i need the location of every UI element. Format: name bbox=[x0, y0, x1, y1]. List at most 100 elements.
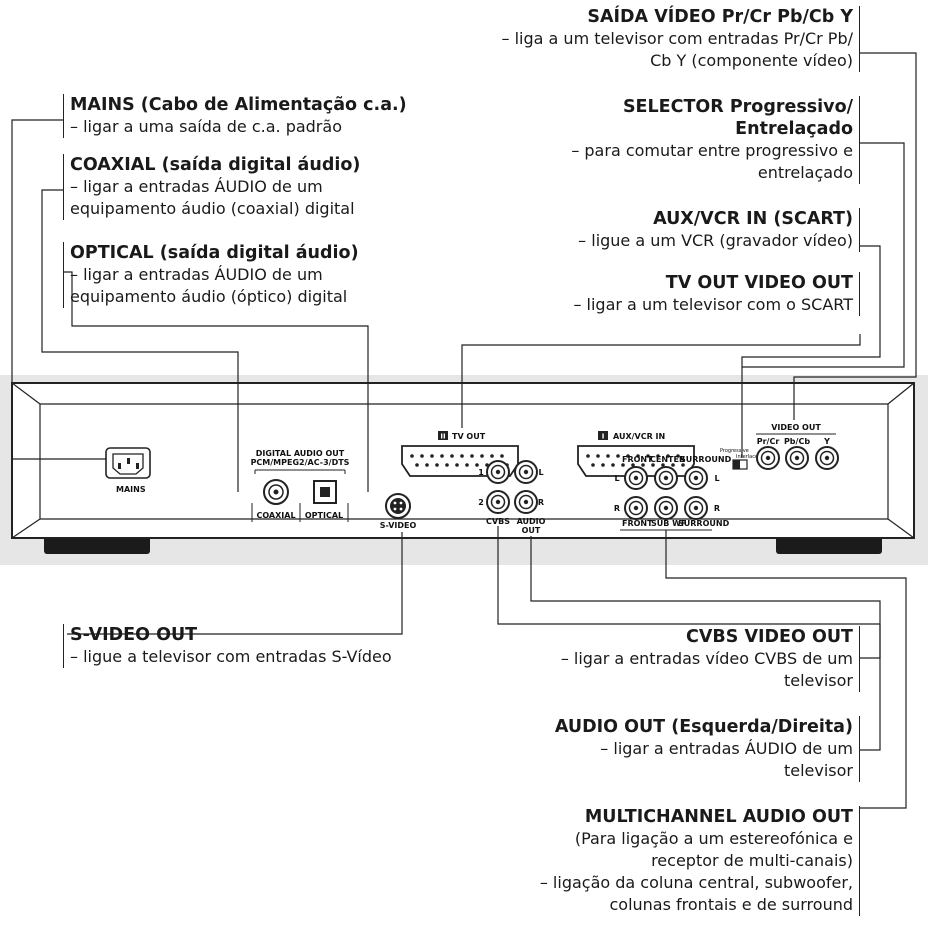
tv-out-number-box bbox=[438, 431, 448, 440]
cvbs-2-label: 2 bbox=[478, 498, 484, 507]
progressive-label: Progressive bbox=[720, 448, 749, 454]
optical-heading: OPTICAL (saída digital áudio) bbox=[63, 242, 423, 264]
multichannel-heading: MULTICHANNEL AUDIO OUT bbox=[480, 806, 860, 828]
cvbs-1-label: 1 bbox=[478, 468, 484, 477]
optical-jack bbox=[313, 480, 337, 504]
cvbs-jack-2 bbox=[486, 490, 510, 514]
audio-r-label: R bbox=[538, 498, 544, 507]
scart-pin bbox=[500, 454, 504, 458]
scart-pin bbox=[661, 463, 665, 467]
saida-video-desc: – liga a um televisor com entradas Pr/Cr… bbox=[460, 28, 860, 72]
selector-heading-1: SELECTOR Progressivo/ bbox=[500, 96, 860, 118]
mains-desc: – ligar a uma saída de c.a. padrão bbox=[63, 116, 423, 138]
leader-multichannel bbox=[665, 530, 907, 809]
pr-cr-jack bbox=[756, 446, 780, 470]
mains-socket bbox=[105, 447, 151, 479]
front-left-jack bbox=[624, 466, 648, 490]
scart-pin bbox=[415, 463, 419, 467]
tv-out-number: II bbox=[440, 433, 445, 441]
scart-pin bbox=[631, 463, 635, 467]
leader-selector bbox=[742, 142, 905, 368]
multi-r-label-right: R bbox=[714, 504, 720, 513]
svideo-heading: S-VIDEO OUT bbox=[63, 624, 483, 646]
scart-pin bbox=[601, 463, 605, 467]
pb-cb-label: Pb/Cb bbox=[784, 437, 810, 446]
scart-pin bbox=[621, 463, 625, 467]
selector-desc: – para comutar entre progressivo e entre… bbox=[500, 140, 860, 184]
audio-out-callout: AUDIO OUT (Esquerda/Direita) – ligar a e… bbox=[500, 716, 860, 782]
selector-heading-2: Entrelaçado bbox=[500, 118, 860, 140]
leader-svideo bbox=[67, 532, 403, 635]
mains-panel-label: MAINS bbox=[116, 485, 146, 494]
scart-pin bbox=[656, 454, 660, 458]
y-jack bbox=[815, 446, 839, 470]
center-jack bbox=[654, 466, 678, 490]
leader-mains bbox=[11, 119, 106, 460]
tv-out-callout: TV OUT VIDEO OUT – ligar a um televisor … bbox=[500, 272, 860, 316]
scart-pin bbox=[681, 463, 685, 467]
multi-l-label: L bbox=[614, 474, 619, 483]
sub-wf-label: SUB WF bbox=[651, 519, 686, 528]
leader-lines bbox=[11, 52, 917, 809]
leader-coaxial bbox=[41, 189, 239, 492]
tv-out-heading: TV OUT VIDEO OUT bbox=[500, 272, 860, 294]
surround-right-jack bbox=[684, 496, 708, 520]
scart-pin bbox=[626, 454, 630, 458]
surround-top-label: SURROUND bbox=[680, 455, 732, 464]
scart-pin bbox=[646, 454, 650, 458]
pr-cr-label: Pr/Cr bbox=[757, 437, 780, 446]
coaxial-heading: COAXIAL (saída digital áudio) bbox=[63, 154, 423, 176]
subwoofer-jack bbox=[654, 496, 678, 520]
aux-number-box bbox=[598, 431, 608, 440]
progressive-interlace-switch bbox=[732, 459, 748, 470]
scart-pin bbox=[435, 463, 439, 467]
scart-pin bbox=[636, 454, 640, 458]
optical-callout: OPTICAL (saída digital áudio) – ligar a … bbox=[63, 242, 423, 308]
coaxial-jack bbox=[263, 479, 289, 505]
multichannel-desc: (Para ligação a um estereofónica e recep… bbox=[480, 828, 860, 916]
y-label: Y bbox=[823, 437, 830, 446]
aux-vcr-in-panel-label: AUX/VCR IN bbox=[613, 432, 665, 441]
selector-callout: SELECTOR Progressivo/ Entrelaçado – para… bbox=[500, 96, 860, 184]
video-out-panel-label: VIDEO OUT bbox=[771, 423, 821, 432]
audio-out-heading: AUDIO OUT (Esquerda/Direita) bbox=[500, 716, 860, 738]
scart-pin bbox=[420, 454, 424, 458]
digital-audio-formats-label: PCM/MPEG2/AC-3/DTS bbox=[251, 458, 350, 467]
front-top-label: FRONT bbox=[622, 455, 653, 464]
front-bottom-label: FRONT bbox=[622, 519, 653, 528]
center-label: CENTER bbox=[650, 455, 685, 464]
cvbs-jack-1 bbox=[486, 460, 510, 484]
scart-pin bbox=[440, 454, 444, 458]
aux-vcr-heading: AUX/VCR IN (SCART) bbox=[500, 208, 860, 230]
scart-pin bbox=[455, 463, 459, 467]
scart-pin bbox=[410, 454, 414, 458]
audio-l-label: L bbox=[538, 468, 543, 477]
scart-pin bbox=[641, 463, 645, 467]
audio-out-right-jack bbox=[514, 490, 538, 514]
s-video-panel-label: S-VIDEO bbox=[380, 521, 417, 530]
scart-pin bbox=[596, 454, 600, 458]
leader-optical bbox=[63, 271, 369, 492]
scart-pin bbox=[445, 463, 449, 467]
coaxial-callout: COAXIAL (saída digital áudio) – ligar a … bbox=[63, 154, 423, 220]
saida-video-callout: SAÍDA VÍDEO Pr/Cr Pb/Cb Y – liga a um te… bbox=[460, 6, 860, 72]
leader-audio-out bbox=[530, 536, 881, 751]
mains-heading: MAINS (Cabo de Alimentação c.a.) bbox=[63, 94, 423, 116]
aux-vcr-callout: AUX/VCR IN (SCART) – ligue a um VCR (gra… bbox=[500, 208, 860, 252]
multi-l-label-right: L bbox=[714, 474, 719, 483]
scart-pin bbox=[651, 463, 655, 467]
cvbs-desc: – ligar a entradas vídeo CVBS de um tele… bbox=[500, 648, 860, 692]
cvbs-panel-label: CVBS bbox=[486, 517, 510, 526]
digital-audio-out-label: DIGITAL AUDIO OUT bbox=[256, 449, 345, 458]
scart-pin bbox=[450, 454, 454, 458]
scart-pin bbox=[470, 454, 474, 458]
mains-callout: MAINS (Cabo de Alimentação c.a.) – ligar… bbox=[63, 94, 423, 138]
saida-video-heading: SAÍDA VÍDEO Pr/Cr Pb/Cb Y bbox=[460, 6, 860, 28]
audio-out-panel-label: OUT bbox=[522, 526, 541, 535]
scart-pin bbox=[586, 454, 590, 458]
cvbs-heading: CVBS VIDEO OUT bbox=[500, 626, 860, 648]
svideo-desc: – ligue a televisor com entradas S-Vídeo bbox=[63, 646, 483, 668]
audio-panel-label: AUDIO bbox=[517, 517, 546, 526]
scart-pin bbox=[425, 463, 429, 467]
scart-pin bbox=[671, 463, 675, 467]
